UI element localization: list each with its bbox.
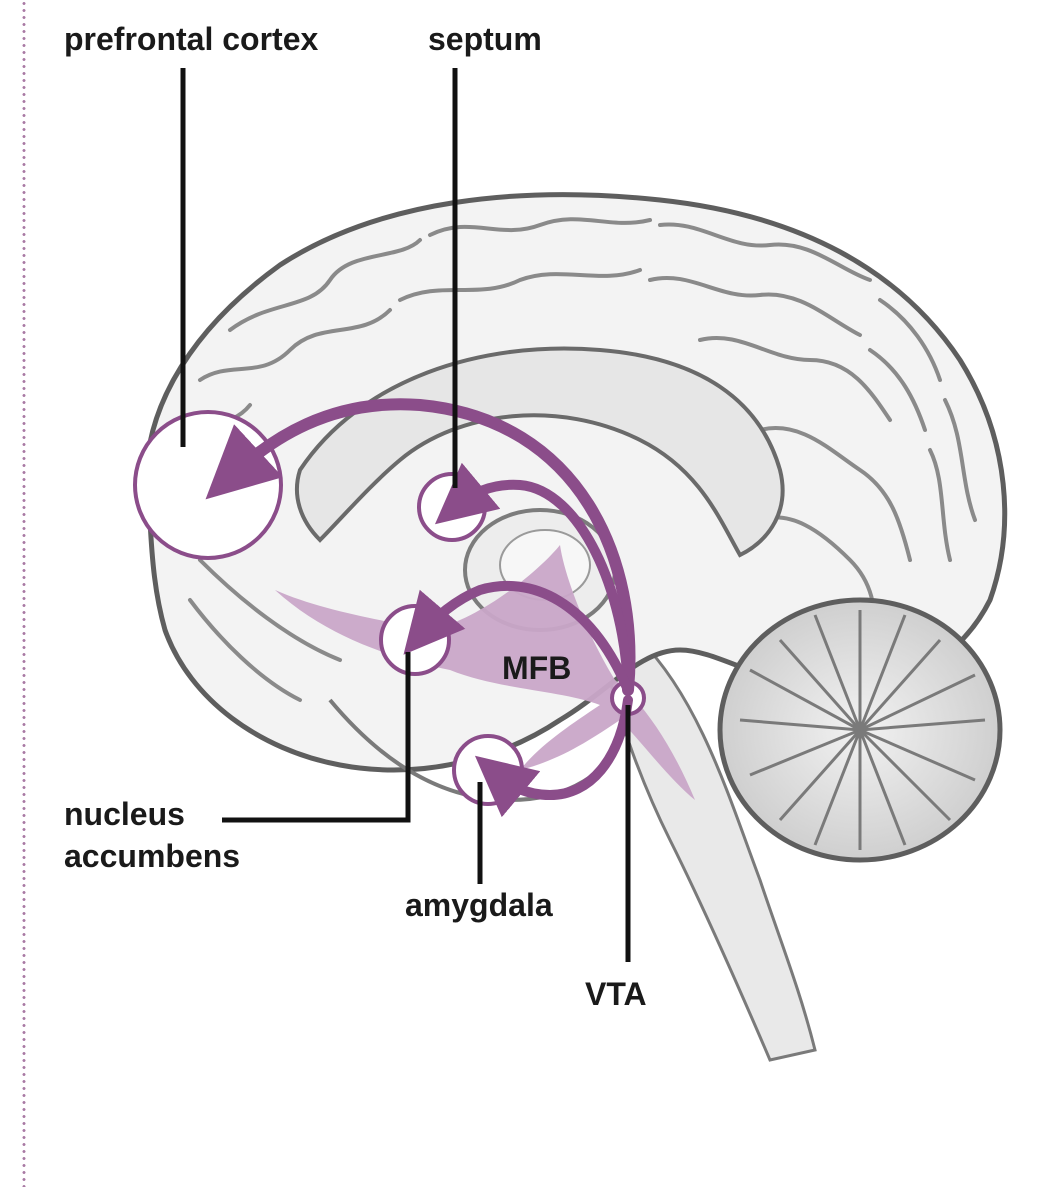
leader-lines [180, 68, 631, 962]
leader-nucleus-accumbens [222, 652, 411, 823]
mfb-bundle [275, 545, 695, 800]
dotted-divider [22, 0, 26, 1187]
prefrontal-cortex-circle [133, 410, 283, 560]
label-nucleus-accumbens-line2: accumbens [64, 838, 241, 874]
cerebellum-folia [739, 610, 986, 850]
label-amygdala: amygdala [405, 887, 553, 923]
pathway-arrows [205, 398, 636, 818]
label-nucleus-accumbens-line1: nucleus [64, 796, 185, 832]
gyri-pattern [178, 217, 977, 702]
arrow-to-nucleus-accumbens [403, 581, 633, 695]
arrow-to-prefrontal-cortex [205, 398, 636, 696]
label-prefrontal-cortex: prefrontal cortex [64, 21, 319, 57]
label-vta: VTA [585, 976, 647, 1012]
arrow-to-amygdala [474, 695, 633, 818]
arrow-to-septum [434, 462, 633, 695]
septum-circle [417, 472, 487, 542]
label-septum: septum [428, 21, 542, 57]
amygdala-circle [452, 734, 524, 806]
label-mfb: MFB [502, 650, 572, 686]
